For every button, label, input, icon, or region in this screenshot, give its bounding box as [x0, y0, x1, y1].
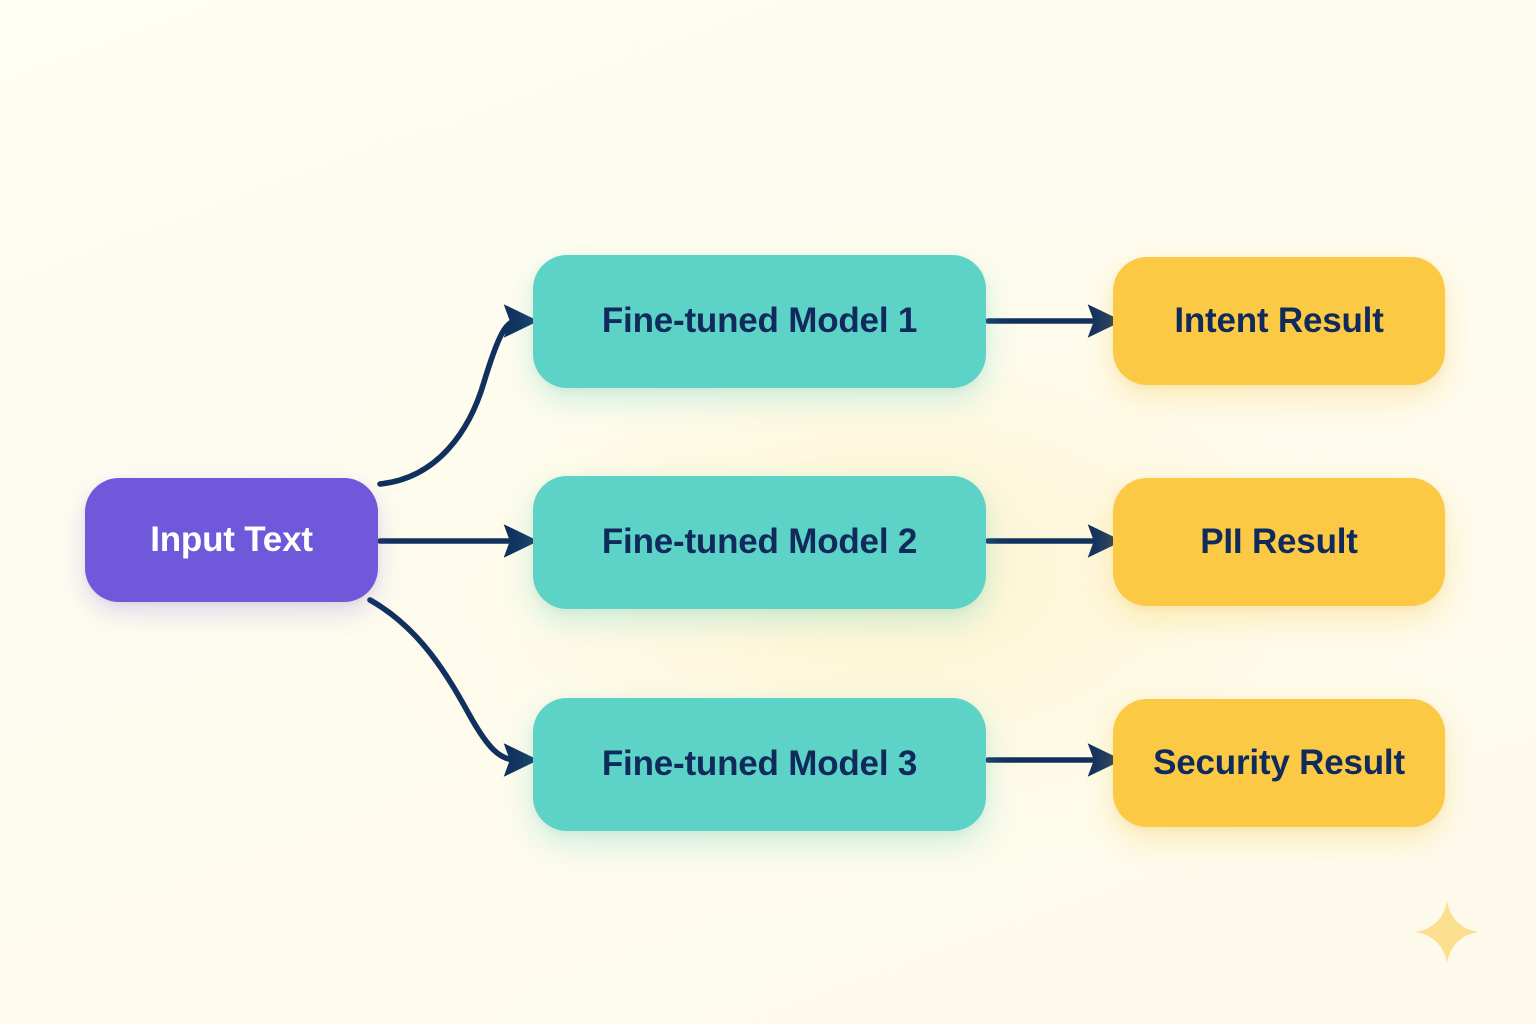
edge-input-to-model-1 — [377, 304, 539, 487]
node-fine-tuned-model-3[interactable]: Fine-tuned Model 3 — [533, 698, 986, 831]
node-pii-result-label: PII Result — [1200, 521, 1358, 561]
node-fine-tuned-model-3-label: Fine-tuned Model 3 — [601, 744, 918, 784]
node-fine-tuned-model-2[interactable]: Fine-tuned Model 2 — [533, 476, 986, 609]
node-pii-result[interactable]: PII Result — [1113, 478, 1445, 606]
node-intent-result[interactable]: Intent Result — [1113, 257, 1445, 385]
node-security-result[interactable]: Security Result — [1113, 699, 1445, 827]
node-intent-result-label: Intent Result — [1174, 300, 1384, 340]
node-fine-tuned-model-1[interactable]: Fine-tuned Model 1 — [533, 255, 986, 388]
edge-input-to-model-3 — [367, 597, 539, 777]
sparkle-icon — [1415, 900, 1479, 964]
node-fine-tuned-model-2-label: Fine-tuned Model 2 — [601, 522, 918, 562]
node-input-text[interactable]: Input Text — [85, 478, 378, 602]
node-input-text-label: Input Text — [150, 519, 313, 559]
node-fine-tuned-model-1-label: Fine-tuned Model 1 — [601, 301, 918, 341]
node-security-result-label: Security Result — [1153, 742, 1405, 782]
